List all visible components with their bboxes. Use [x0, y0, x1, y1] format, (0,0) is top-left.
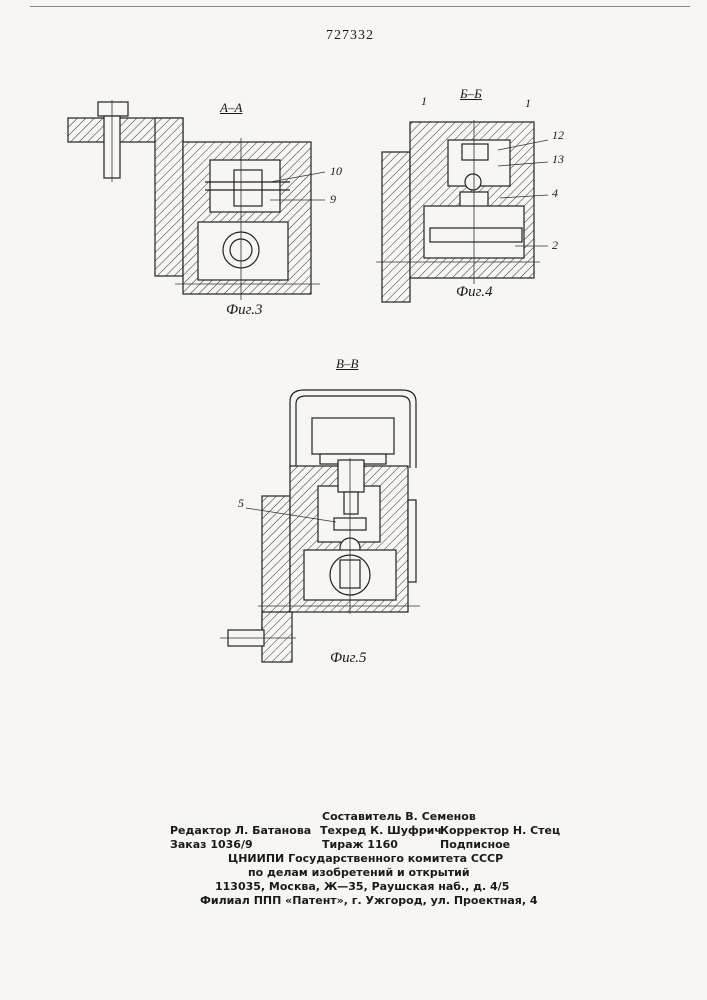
fig3-label-9: 9 [330, 192, 336, 207]
footer-org-line2: по делам изобретений и открытий [248, 866, 470, 879]
fig4-section-label: Б–Б [460, 86, 482, 102]
fig4-label-4: 4 [552, 186, 558, 201]
figure-3-drawing [68, 100, 325, 300]
fig4-label-2: 2 [552, 238, 558, 253]
footer-subscription: Подписное [440, 838, 510, 851]
footer-editor: Редактор Л. Батанова [170, 824, 311, 837]
footer-org-line4: Филиал ППП «Патент», г. Ужгород, ул. Про… [200, 894, 538, 907]
footer-compiler: Составитель В. Семенов [322, 810, 476, 823]
footer-circulation: Тираж 1160 [322, 838, 398, 851]
fig3-label-10: 10 [330, 164, 342, 179]
footer-org-line3: 113035, Москва, Ж—35, Раушская наб., д. … [215, 880, 509, 893]
fig4-label-1-left: 1 [421, 94, 427, 109]
figure-5-drawing [220, 390, 420, 662]
footer-techred: Техред К. Шуфрич [320, 824, 442, 837]
figure-4-drawing [376, 120, 548, 302]
fig3-caption: Фиг.3 [226, 302, 262, 319]
fig4-label-12: 12 [552, 128, 564, 143]
fig4-label-1-right: 1 [525, 96, 531, 111]
fig4-caption: Фиг.4 [456, 284, 492, 301]
footer-order: Заказ 1036/9 [170, 838, 253, 851]
footer-corrector: Корректор Н. Стец [440, 824, 560, 837]
fig5-section-label: В–В [336, 356, 358, 372]
fig3-section-label: А–А [220, 100, 242, 116]
footer-org-line1: ЦНИИПИ Государственного комитета СССР [228, 852, 503, 865]
fig4-label-13: 13 [552, 152, 564, 167]
fig5-caption: Фиг.5 [330, 650, 366, 667]
fig5-label-5: 5 [238, 496, 244, 511]
